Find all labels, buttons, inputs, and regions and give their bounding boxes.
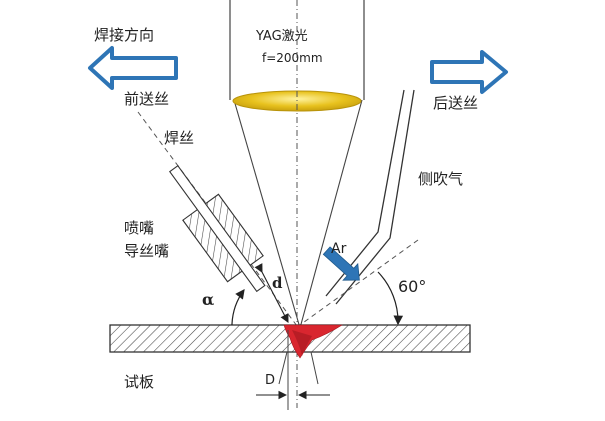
argon-arrow [322, 246, 360, 281]
wire-nozzle-label: 导丝嘴 [124, 242, 169, 260]
rear-feed-arrow [430, 50, 508, 94]
side-gas-label: 侧吹气 [418, 170, 463, 188]
beam-exit-right [310, 351, 319, 385]
wire-label: 焊丝 [164, 129, 194, 147]
focal-length-label: f=200mm [262, 51, 323, 65]
side-gas-tube-inner [335, 89, 415, 305]
gas-axis [299, 239, 419, 326]
beam-cone-left [233, 99, 301, 329]
nozzle-label: 喷嘴 [124, 219, 154, 237]
side-gas-angle-label: 60° [398, 277, 426, 296]
beam-cone-right [299, 99, 363, 329]
beam-exit-left [278, 351, 288, 385]
front-feed-label: 前送丝 [124, 90, 169, 108]
welding-direction-arrow [88, 46, 178, 90]
wire-tube [168, 164, 266, 293]
welding-direction-label: 焊接方向 [94, 26, 154, 44]
weld-pool-lower [292, 330, 312, 356]
rear-feed-label: 后送丝 [433, 94, 478, 112]
wire-angle-label: α [202, 290, 214, 309]
offset-label: D [265, 373, 275, 388]
distance-d-label: d [272, 274, 283, 292]
laser-label: YAG激光 [255, 29, 308, 44]
side-gas-angle-arc [377, 271, 404, 326]
plate-label: 试板 [124, 373, 154, 391]
argon-label: Ar [331, 241, 347, 257]
wire-angle-arc [226, 289, 245, 333]
side-gas-tube-outer [325, 89, 405, 297]
distance-d-marker [254, 263, 289, 323]
